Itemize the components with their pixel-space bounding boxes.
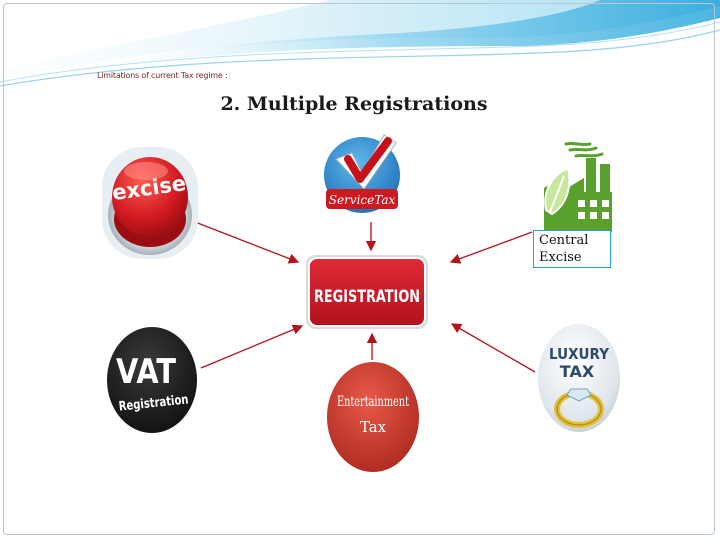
header-swoosh bbox=[0, 0, 720, 87]
factory-leaf-icon bbox=[544, 141, 612, 232]
entertainment-tax-label: Tax bbox=[360, 418, 387, 436]
central-excise-label: Central Excise bbox=[533, 230, 611, 268]
arrow-vat bbox=[200, 324, 304, 369]
slide-subtitle: Limitations of current Tax regime : bbox=[97, 71, 228, 80]
service-tax-icon: ServiceTax bbox=[324, 134, 400, 213]
service-tax-label: ServiceTax bbox=[329, 193, 396, 207]
arrow-excise bbox=[194, 221, 300, 264]
vat-registration-label: Registration bbox=[118, 392, 189, 414]
luxury-tax-icon: LUXURY TAX bbox=[538, 324, 620, 432]
central-excise-line2: Excise bbox=[539, 250, 582, 265]
slide-title: 2. Multiple Registrations bbox=[220, 93, 488, 115]
registration-center-icon: REGISTRATION bbox=[306, 255, 428, 329]
entertainment-label: Entertainment bbox=[337, 394, 409, 410]
vat-label: VAT bbox=[116, 352, 177, 392]
arrow-luxury bbox=[450, 323, 536, 373]
luxury-label: LUXURY bbox=[549, 345, 610, 363]
central-excise-line1: Central bbox=[539, 233, 589, 248]
excise-button-icon: excise bbox=[102, 147, 198, 259]
luxury-tax-label: TAX bbox=[560, 362, 595, 381]
slide-frame bbox=[3, 3, 715, 535]
vat-registration-icon: VAT Registration bbox=[107, 327, 197, 433]
entertainment-tax-icon: Entertainment Tax bbox=[327, 362, 419, 472]
arrow-central-excise bbox=[449, 231, 533, 264]
registration-label: REGISTRATION bbox=[314, 287, 420, 307]
